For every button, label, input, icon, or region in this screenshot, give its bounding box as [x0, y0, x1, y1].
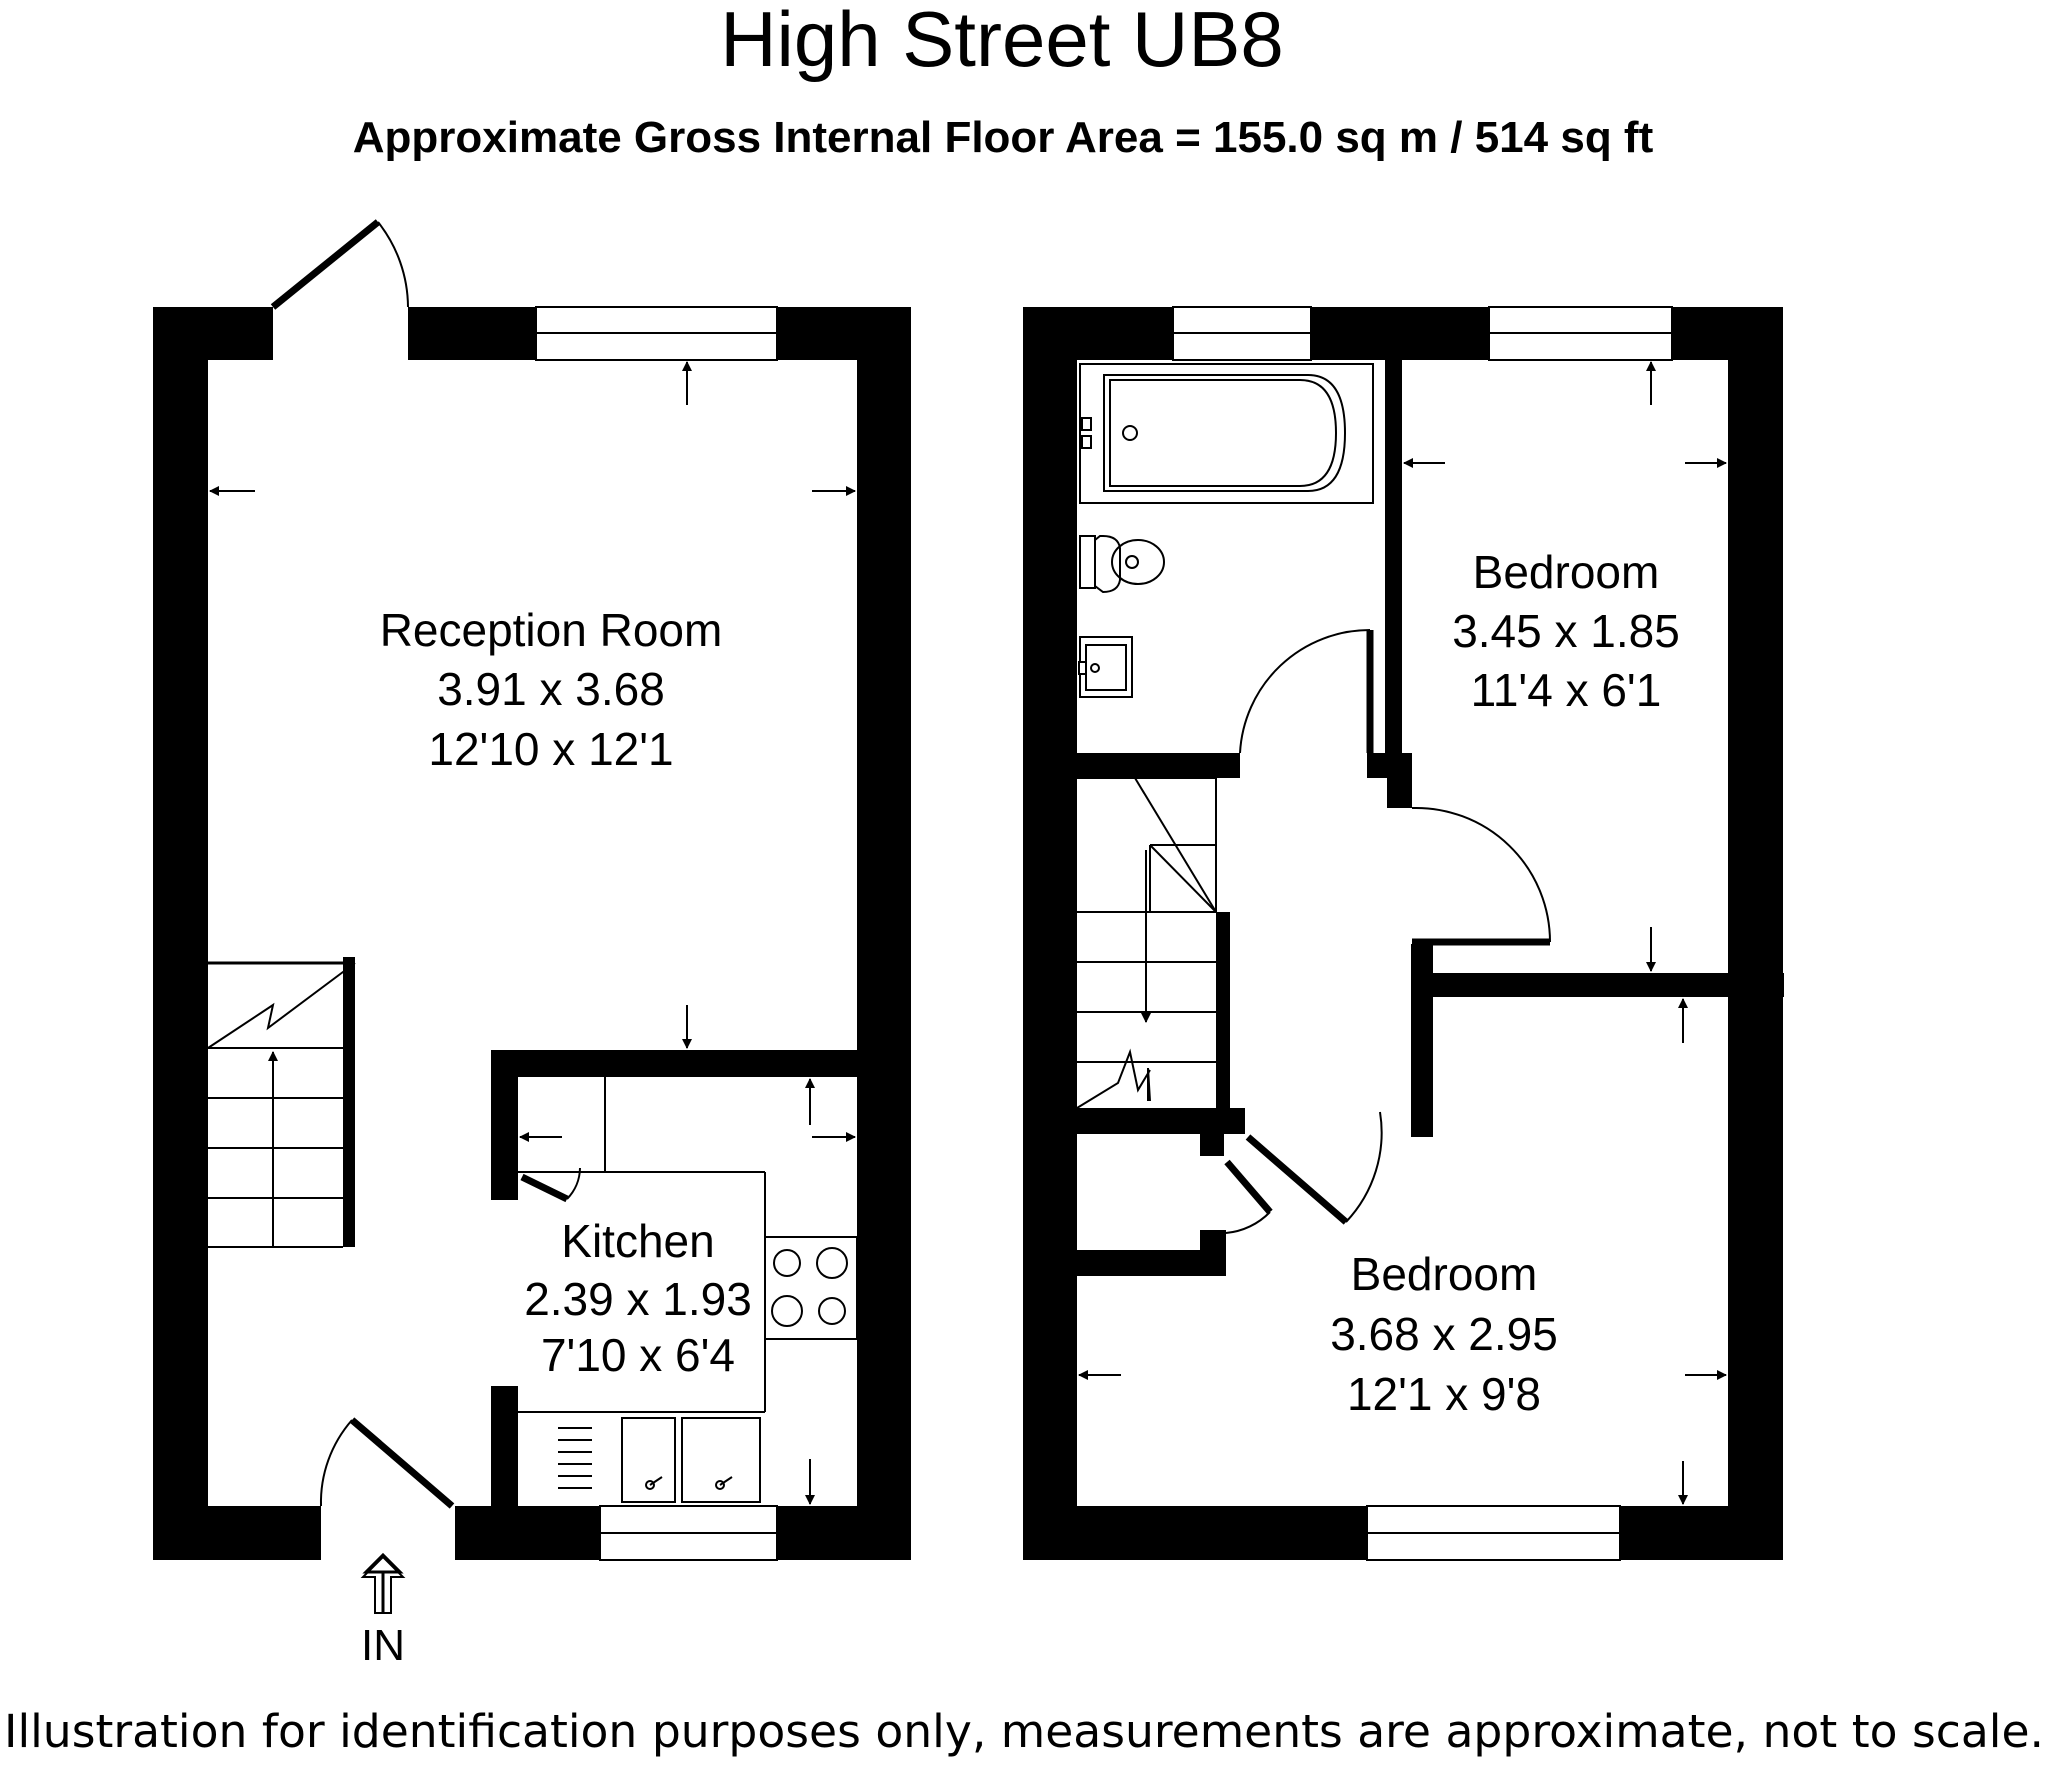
landing-wall-right [1411, 997, 1433, 1137]
bedroom-large-door [1245, 1134, 1349, 1225]
bathroom-wall-bottom [1077, 753, 1240, 778]
reception-name: Reception Room [380, 604, 723, 656]
gf-wall-left [153, 307, 208, 1560]
bathroom-bedroom-wall [1385, 360, 1402, 753]
bedroom-small-imperial: 11'4 x 6'1 [1471, 664, 1662, 716]
hob-icon [764, 1236, 858, 1340]
entrance-label: IN [361, 1621, 405, 1670]
gf-staircase [207, 961, 356, 1248]
ff-stair-wall [1216, 912, 1230, 1117]
bedroom-small-metric: 3.45 x 1.85 [1452, 605, 1680, 657]
gf-back-door [270, 219, 381, 310]
plan-title: High Street UB8 [720, 0, 1284, 83]
bath-icon [1079, 363, 1374, 504]
kitchen-metric: 2.39 x 1.93 [524, 1273, 752, 1325]
kitchen-wall-left-upper [491, 1050, 518, 1200]
bedroom-small-name: Bedroom [1473, 546, 1660, 598]
ff-wall-left [1023, 307, 1077, 1560]
room-label-reception: Reception Room 3.91 x 3.68 12'10 x 12'1 [380, 604, 723, 775]
cupboard-door [1224, 1159, 1273, 1215]
room-label-bedroom-small: Bedroom 3.45 x 1.85 11'4 x 6'1 [1452, 546, 1680, 716]
gf-wall-top-left [153, 307, 273, 360]
room-label-kitchen: Kitchen 2.39 x 1.93 7'10 x 6'4 [524, 1215, 752, 1381]
kitchen-name: Kitchen [561, 1215, 714, 1267]
gf-front-door [349, 1417, 455, 1509]
ff-staircase [1076, 777, 1217, 1109]
gf-measurement-arrows [209, 361, 856, 1505]
gf-stair-wall [343, 957, 355, 1247]
ff-wall-right [1728, 307, 1783, 1560]
kitchen-imperial: 7'10 x 6'4 [541, 1329, 735, 1381]
bedrooms-dividing-wall [1411, 973, 1784, 997]
bedroom-large-name: Bedroom [1351, 1248, 1538, 1300]
ff-wall-top-2 [1311, 307, 1489, 360]
disclaimer-text: Illustration for identification purposes… [4, 1705, 2044, 1758]
gf-wall-bottom-left [153, 1506, 321, 1560]
first-floor [1023, 306, 1784, 1561]
floor-area-subtitle: Approximate Gross Internal Floor Area = … [353, 113, 1654, 162]
ground-floor [153, 219, 911, 1614]
gf-wall-bottom-mid [455, 1506, 600, 1560]
basin-icon [1078, 636, 1133, 698]
stair-wall-bottom [1077, 1108, 1245, 1134]
kitchen-wall-top [491, 1050, 911, 1077]
ff-measurement-arrows [1078, 361, 1727, 1505]
reception-imperial: 12'10 x 12'1 [428, 723, 673, 775]
bedroom-large-metric: 3.68 x 2.95 [1330, 1308, 1558, 1360]
bedroom-large-imperial: 12'1 x 9'8 [1347, 1368, 1541, 1420]
ff-wall-bottom-left [1023, 1506, 1367, 1560]
entrance-arrow-icon [362, 1552, 404, 1613]
ff-wall-top-1 [1023, 307, 1173, 360]
sink-icon [558, 1417, 761, 1503]
gf-wall-right [857, 307, 911, 1560]
toilet-icon [1079, 535, 1165, 594]
room-label-bedroom-large: Bedroom 3.68 x 2.95 12'1 x 9'8 [1330, 1248, 1558, 1420]
kitchen-wall-left-lower [491, 1386, 518, 1560]
kitchen-door [520, 1173, 569, 1203]
reception-metric: 3.91 x 3.68 [437, 663, 665, 715]
gf-wall-bottom-right [777, 1506, 911, 1560]
ff-wall-bottom-right [1620, 1506, 1783, 1560]
gf-wall-top-mid [408, 307, 536, 360]
